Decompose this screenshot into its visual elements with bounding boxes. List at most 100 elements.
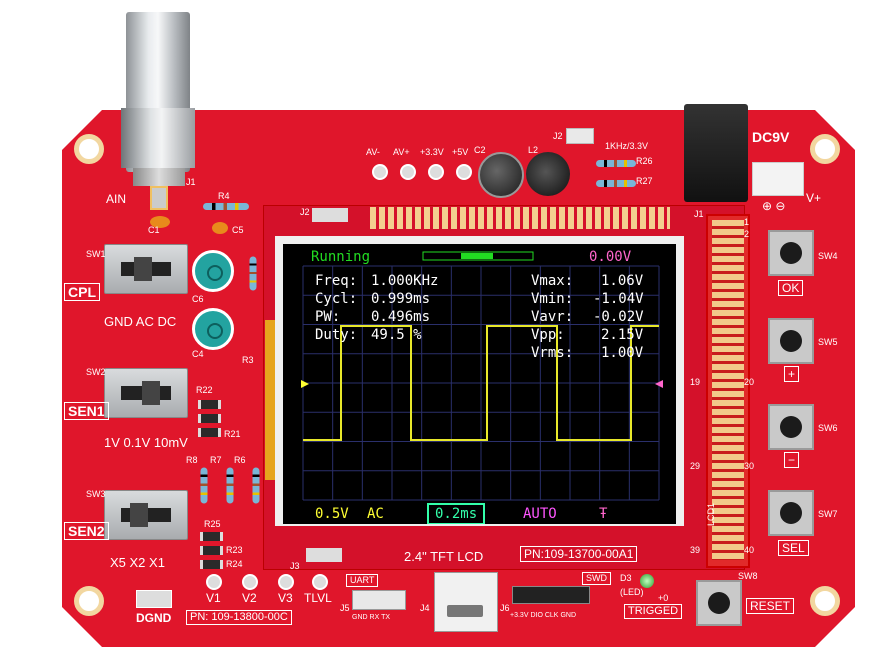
sen2-switch[interactable] — [104, 490, 188, 540]
uart-pin-labels: GND RX TX — [352, 614, 391, 621]
pw-value: 0.496ms — [371, 309, 431, 325]
resistor — [596, 160, 636, 167]
j4-label: J4 — [420, 603, 430, 613]
c5-label: C5 — [232, 225, 244, 235]
test-signal-label: 1KHz/3.3V — [605, 141, 649, 151]
coupling-mode: AC — [367, 506, 384, 522]
resistor — [596, 180, 636, 187]
av-plus-label: AV+ — [393, 147, 410, 157]
resistor — [226, 467, 234, 504]
ceramic-capacitor — [150, 216, 170, 228]
waveform-display — [301, 251, 663, 501]
cpl-switch[interactable] — [104, 244, 188, 294]
swd-header[interactable] — [512, 586, 590, 604]
trigger-edge-icon: Ŧ — [599, 506, 608, 522]
sw6-label: SW6 — [818, 423, 838, 433]
test-pad[interactable] — [428, 164, 444, 180]
led-label: (LED) — [620, 587, 644, 597]
power-connector[interactable] — [752, 162, 804, 196]
signal-trace — [303, 325, 659, 441]
lcd-j1-label: J1 — [694, 209, 704, 219]
test-pad[interactable] — [242, 574, 258, 590]
sen1-switch[interactable] — [104, 368, 188, 418]
resistor — [252, 467, 260, 504]
d3-label: D3 — [620, 573, 632, 583]
minus-button[interactable] — [768, 404, 814, 450]
time-per-div: 0.2ms — [427, 503, 486, 524]
pin-20-label: 20 — [744, 377, 755, 387]
sw8-label: SW8 — [738, 571, 758, 581]
trimmer-potentiometer[interactable] — [192, 308, 234, 350]
mounting-hole — [810, 586, 840, 616]
j5-label: J5 — [340, 603, 350, 613]
sw4-label: SW4 — [818, 251, 838, 261]
plus-button[interactable] — [768, 318, 814, 364]
reset-button[interactable] — [696, 580, 742, 626]
mounting-hole — [74, 586, 104, 616]
sw2-label: SW2 — [86, 367, 106, 377]
smd-resistor — [198, 428, 221, 437]
v2-label: V2 — [242, 591, 257, 605]
vpp-value: 2.15V — [601, 327, 644, 343]
v33-label: +3.3V — [420, 147, 444, 157]
pw-label: PW: — [315, 309, 341, 325]
test-pad[interactable] — [312, 574, 328, 590]
test-pad[interactable] — [372, 164, 388, 180]
bnc-pin — [150, 186, 168, 210]
vmin-value: -1.04V — [593, 291, 644, 307]
dc-jack[interactable] — [684, 104, 748, 202]
power-pads: AV- AV+ +3.3V +5V — [360, 147, 490, 180]
pin-30-label: 30 — [744, 461, 755, 471]
test-pad[interactable] — [456, 164, 472, 180]
reset-label: RESET — [746, 598, 795, 614]
test-signal-header[interactable] — [566, 128, 594, 144]
smd-resistor — [200, 546, 223, 555]
r26-label: R26 — [636, 156, 653, 166]
vmin-label: Vmin: — [531, 291, 574, 307]
j3-header — [306, 548, 342, 562]
volts-per-div: 0.5V — [315, 506, 349, 522]
vmax-value: 1.06V — [601, 273, 644, 289]
j1-label: J1 — [186, 177, 196, 187]
mini-usb-port[interactable] — [434, 572, 498, 632]
test-pad[interactable] — [278, 574, 294, 590]
dgnd-label: DGND — [136, 611, 172, 625]
board-pn-label: PN: 109-13800-00C — [186, 610, 292, 625]
dgnd-header[interactable] — [136, 590, 172, 608]
test-pad[interactable] — [400, 164, 416, 180]
resistor — [200, 467, 208, 504]
inductor — [526, 152, 570, 196]
vavr-label: Vavr: — [531, 309, 574, 325]
swd-label: SWD — [582, 572, 611, 585]
cpl-label: CPL — [64, 283, 100, 301]
resistor — [203, 203, 249, 210]
j6-label: J6 — [500, 603, 510, 613]
c2-label: C2 — [474, 145, 486, 155]
ok-button[interactable] — [768, 230, 814, 276]
r27-label: R27 — [636, 176, 653, 186]
uart-header[interactable] — [352, 590, 406, 610]
sw7-label: SW7 — [818, 509, 838, 519]
r24-label: R24 — [226, 559, 243, 569]
electrolytic-capacitor — [478, 152, 524, 198]
cycl-value: 0.999ms — [371, 291, 431, 307]
smd-resistor — [198, 400, 221, 409]
test-pad[interactable] — [206, 574, 222, 590]
l2-label: L2 — [528, 145, 539, 155]
sel-label: SEL — [778, 540, 809, 556]
lcd-pin-header — [706, 214, 750, 568]
r7-label: R7 — [210, 455, 222, 465]
cycl-label: Cycl: — [315, 291, 358, 307]
vrms-value: 1.00V — [601, 345, 644, 361]
trigged-label: TRIGGED — [624, 604, 683, 619]
trimmer-potentiometer[interactable] — [192, 250, 234, 292]
sw1-label: SW1 — [86, 249, 106, 259]
av-minus-label: AV- — [366, 147, 380, 157]
sel-button[interactable] — [768, 490, 814, 536]
vrms-label: Vrms: — [531, 345, 574, 361]
r25-label: R25 — [204, 519, 221, 529]
vpp-label: Vpp: — [531, 327, 565, 343]
lcd-size-label: 2.4" TFT LCD — [404, 549, 484, 564]
r3-label: R3 — [242, 355, 254, 365]
r22-label: R22 — [196, 385, 213, 395]
